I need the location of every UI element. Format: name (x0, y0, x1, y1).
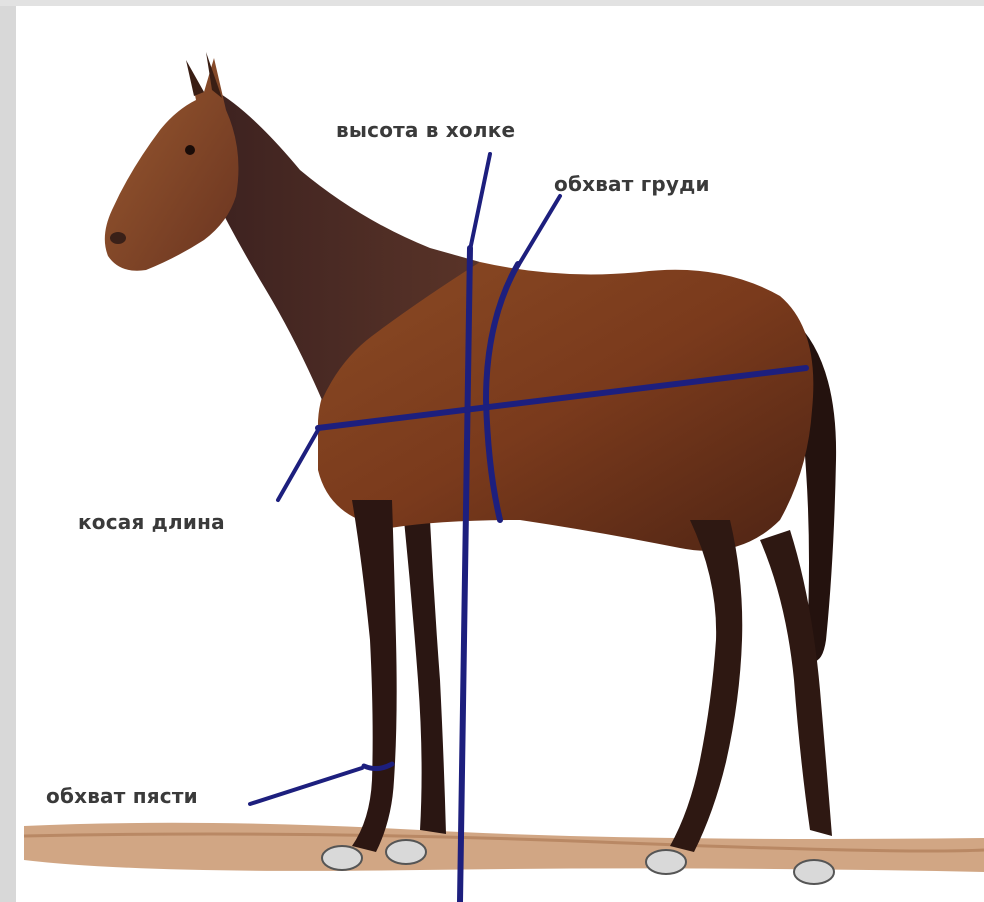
hoof-front-far (386, 840, 426, 864)
chest-girth-leader (518, 196, 560, 266)
ground-strip (24, 823, 984, 872)
label-height-at-withers: высота в холке (336, 118, 515, 142)
horse-nostril (110, 232, 126, 244)
oblique-length-leader (278, 430, 318, 500)
horse-near-front-leg (352, 500, 397, 852)
label-chest-girth: обхват груди (554, 172, 710, 196)
label-oblique-length: косая длина (78, 510, 225, 534)
hoof-front-near (322, 846, 362, 870)
hoof-hind-far (794, 860, 834, 884)
horse-ear-left (186, 60, 204, 96)
horse-eye (185, 145, 195, 155)
horse-far-front-leg (404, 520, 446, 834)
frame-strip-left (0, 0, 16, 902)
height-at-withers-leader (470, 154, 490, 250)
cannon-girth-leader (250, 768, 362, 804)
horse-near-hind-leg (670, 520, 742, 852)
hoof-hind-near (646, 850, 686, 874)
frame-strip-top (0, 0, 984, 6)
label-cannon-girth: обхват пясти (46, 784, 198, 808)
